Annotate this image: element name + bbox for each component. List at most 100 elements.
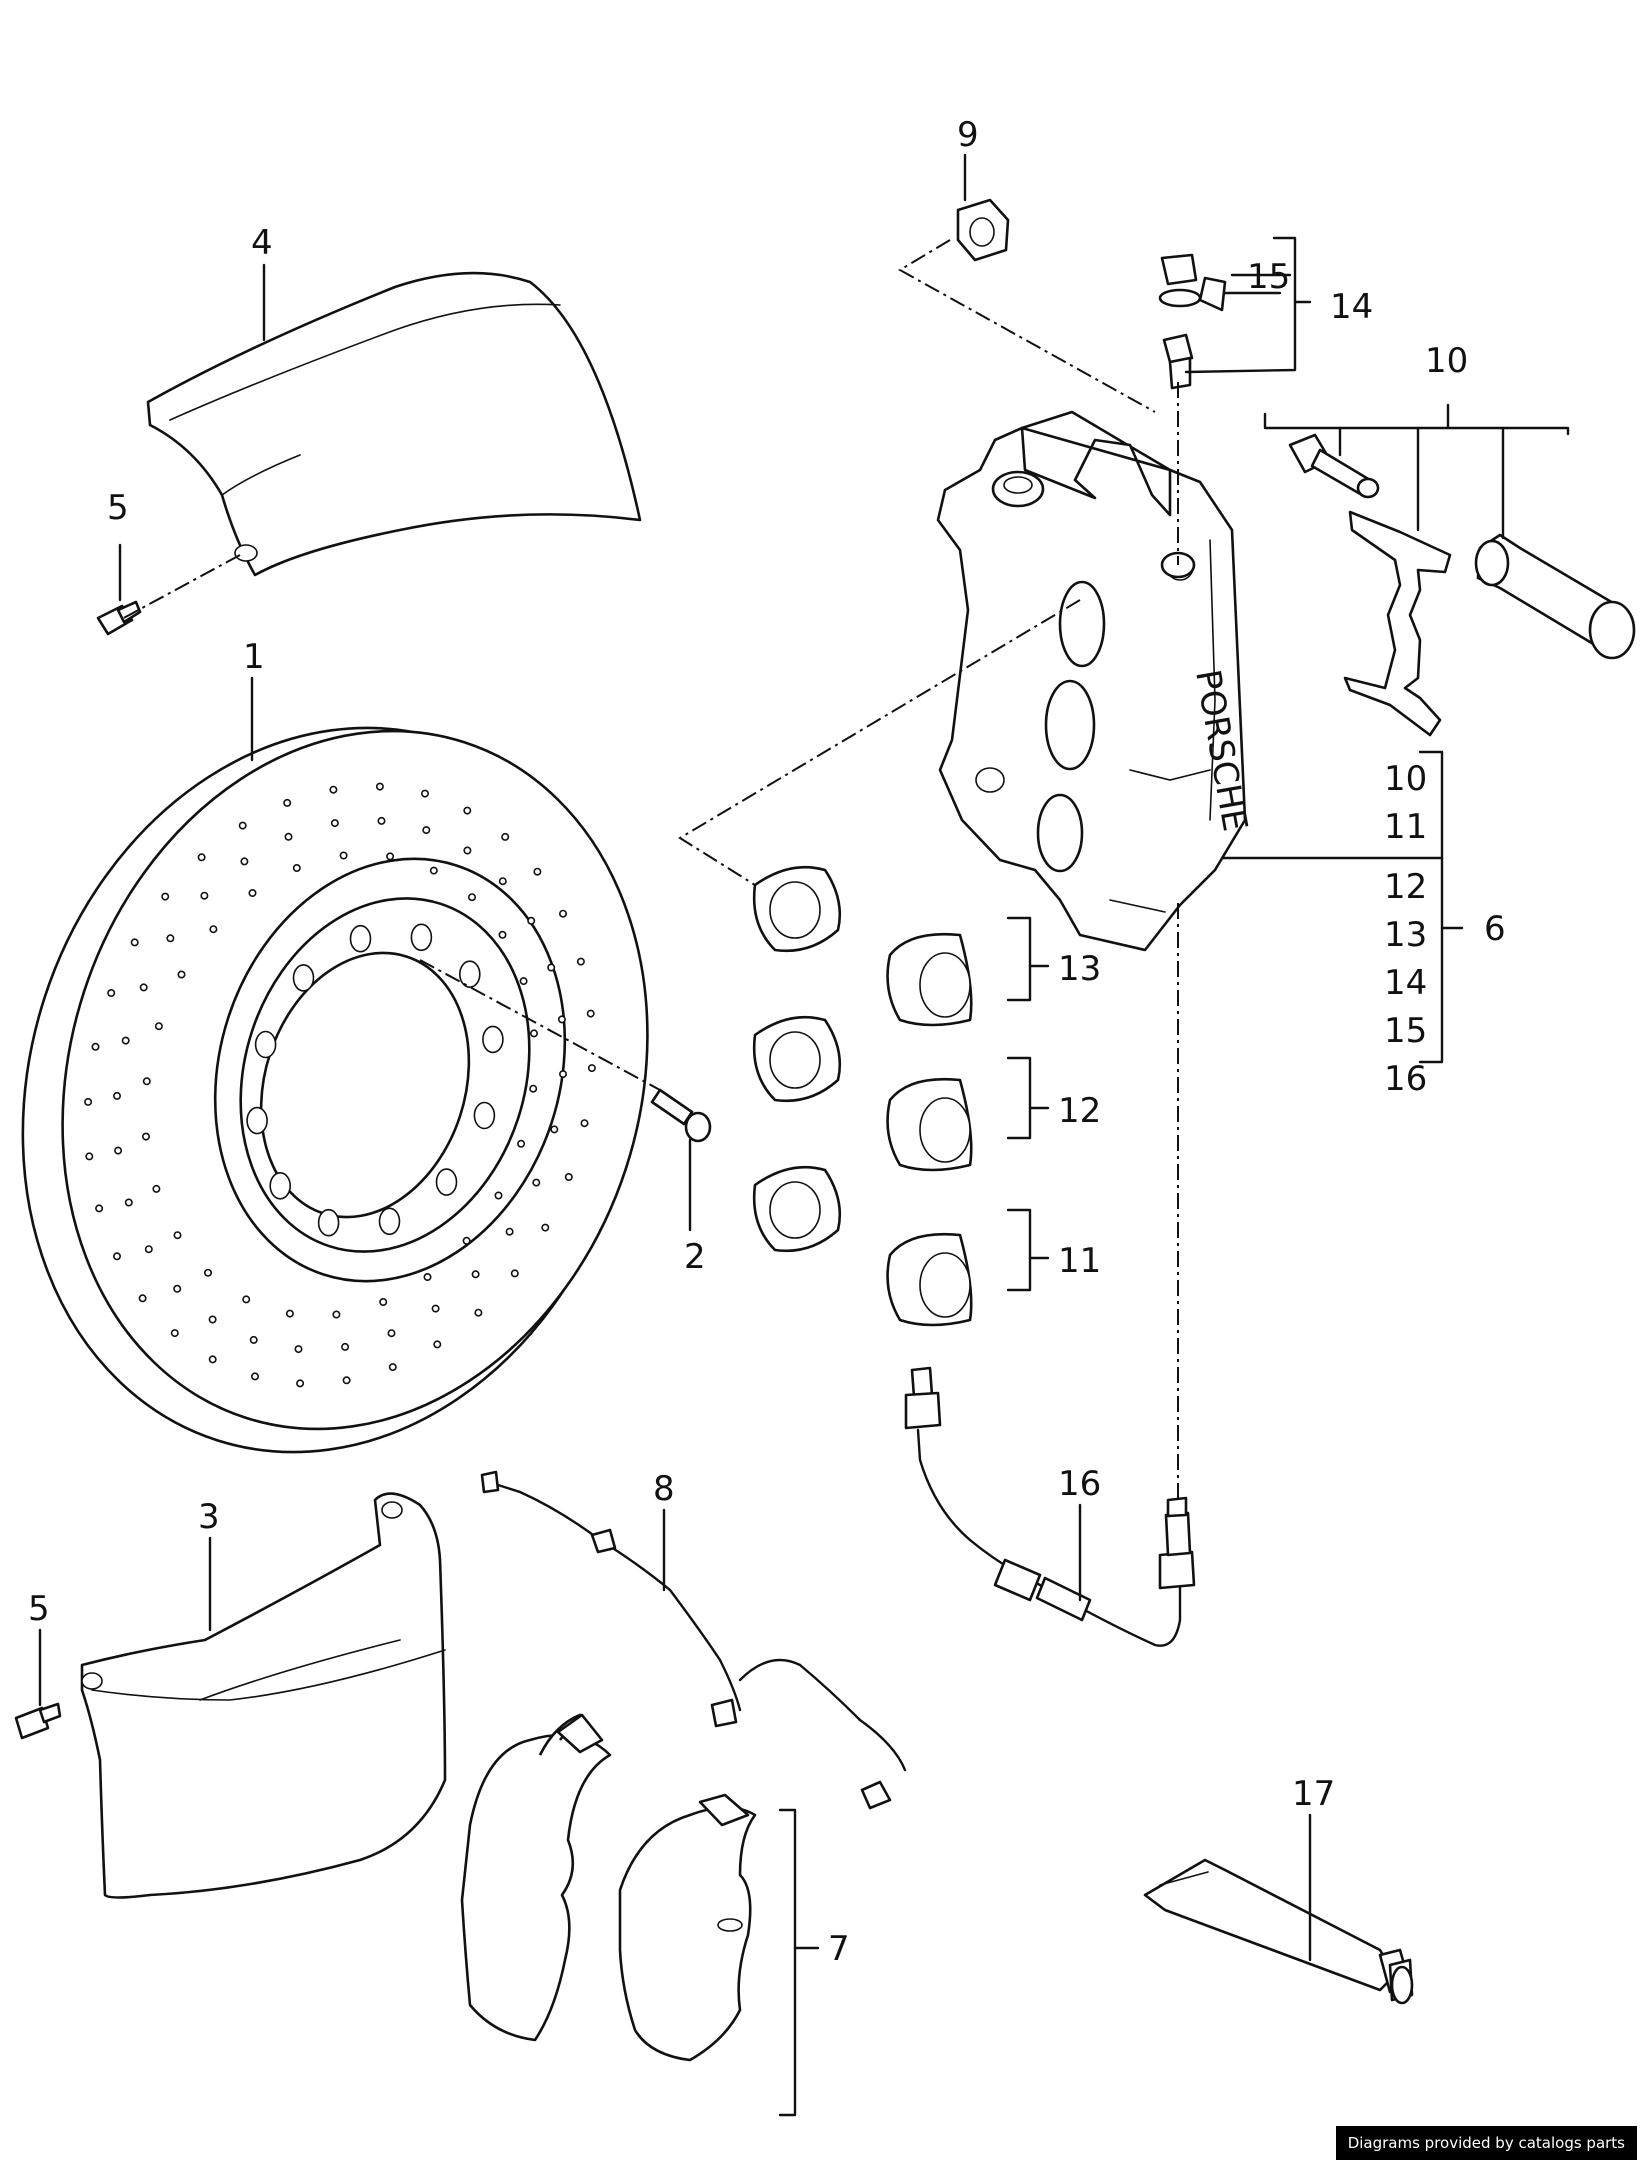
disc-hole	[329, 785, 338, 794]
label-17: 17	[1292, 1774, 1335, 1814]
disc-hole	[154, 1022, 163, 1031]
group6-item: 16	[1384, 1059, 1427, 1099]
disc-hole	[121, 1036, 130, 1045]
disc-hole	[463, 846, 472, 855]
disc-hole	[377, 816, 386, 825]
disc-hole	[388, 1363, 397, 1372]
bell-hole	[349, 924, 372, 953]
part-6-group-list: 10 11 12 13 14 15 16	[1384, 759, 1427, 1099]
part-14-bleed-valve	[1162, 333, 1194, 390]
disc-hole	[139, 983, 148, 992]
disc-hole	[342, 1376, 351, 1385]
disc-hole	[142, 1132, 151, 1141]
label-3: 3	[198, 1497, 220, 1537]
disc-hole	[95, 1204, 104, 1213]
disc-hole	[467, 893, 476, 902]
disc-hole	[558, 909, 567, 918]
part-10-pad-spring	[1343, 510, 1452, 737]
disc-hole	[339, 851, 348, 860]
label-14: 14	[1330, 287, 1373, 327]
disc-hole	[532, 1178, 541, 1187]
disc-hole	[474, 1308, 483, 1317]
part-11-piston	[886, 1232, 973, 1327]
bell-hole	[317, 1208, 340, 1237]
disc-hole	[505, 1227, 514, 1236]
label-1: 1	[243, 637, 265, 677]
label-5-bottom: 5	[28, 1589, 50, 1629]
disc-hole	[242, 1295, 251, 1304]
part-10-hardware-bolt	[1288, 433, 1380, 499]
disc-hole	[284, 832, 293, 841]
disc-hole	[433, 1340, 442, 1349]
disc-hole	[494, 1191, 503, 1200]
disc-bell-bolt-holes	[246, 923, 504, 1237]
disc-hole	[386, 852, 395, 861]
part-10-guide-pin	[1474, 533, 1636, 660]
disc-hole	[420, 789, 429, 798]
disc-hole	[124, 1198, 133, 1207]
label-8: 8	[653, 1469, 675, 1509]
disc-hole	[529, 1084, 538, 1093]
label-7: 7	[828, 1929, 850, 1969]
disc-hole	[85, 1152, 94, 1161]
disc-hole	[550, 1125, 559, 1134]
group6-item: 13	[1384, 915, 1427, 955]
part-9-nut	[956, 198, 1010, 262]
group6-item: 10	[1384, 759, 1427, 799]
disc-hole	[586, 1009, 595, 1018]
disc-hole	[294, 1345, 303, 1354]
disc-hole	[84, 1097, 93, 1106]
disc-hole	[208, 1355, 217, 1364]
disc-hole	[238, 821, 247, 830]
disc-hole	[204, 1268, 213, 1277]
part-8-wear-sensor	[480, 1470, 907, 1810]
disc-hole	[208, 1315, 217, 1324]
disc-hole	[510, 1269, 519, 1278]
disc-hole	[422, 826, 431, 835]
disc-hole	[113, 1252, 122, 1261]
disc-hole	[142, 1077, 151, 1086]
disc-hole	[197, 853, 206, 862]
bell-hole	[482, 1025, 504, 1054]
disc-hole	[498, 930, 507, 939]
disc-hole	[423, 1273, 432, 1282]
bell-hole	[246, 1106, 268, 1135]
disc-hole	[541, 1223, 550, 1232]
label-12: 12	[1058, 1091, 1101, 1131]
disc-hole	[91, 1042, 100, 1051]
group6-item: 15	[1384, 1011, 1427, 1051]
disc-hole	[209, 925, 218, 934]
part-17-grease-tube	[1143, 1858, 1414, 2005]
bell-hole	[292, 964, 315, 992]
disc-hole	[283, 798, 292, 807]
disc-hole	[431, 1304, 440, 1313]
part-7-brake-pad-right	[618, 1793, 757, 2062]
disc-hole	[166, 934, 175, 943]
disc-hole	[173, 1284, 182, 1293]
disc-hole	[429, 866, 438, 875]
disc-hole	[387, 1329, 396, 1338]
part-5-screw-top	[96, 600, 142, 636]
bell-hole	[378, 1207, 401, 1236]
disc-hole	[161, 892, 170, 901]
part-7-brake-pad-left	[460, 1713, 612, 2042]
label-10: 10	[1425, 341, 1468, 381]
part-5-screw-bottom	[14, 1702, 62, 1740]
disc-hole	[249, 1335, 258, 1344]
disc-hole	[332, 1310, 341, 1319]
disc-hole	[375, 782, 384, 791]
disc-hole	[200, 891, 209, 900]
bell-hole	[458, 960, 481, 989]
disc-hole	[471, 1270, 480, 1279]
label-4: 4	[251, 223, 273, 263]
disc-hole	[529, 1029, 538, 1038]
disc-hole	[170, 1329, 179, 1338]
label-16: 16	[1058, 1464, 1101, 1504]
group6-item: 14	[1384, 963, 1427, 1003]
part-1-brake-disc	[21, 726, 649, 1454]
bell-hole	[410, 923, 433, 952]
disc-hole	[330, 819, 339, 828]
bell-hole	[473, 1101, 496, 1130]
label-6: 6	[1484, 909, 1506, 949]
